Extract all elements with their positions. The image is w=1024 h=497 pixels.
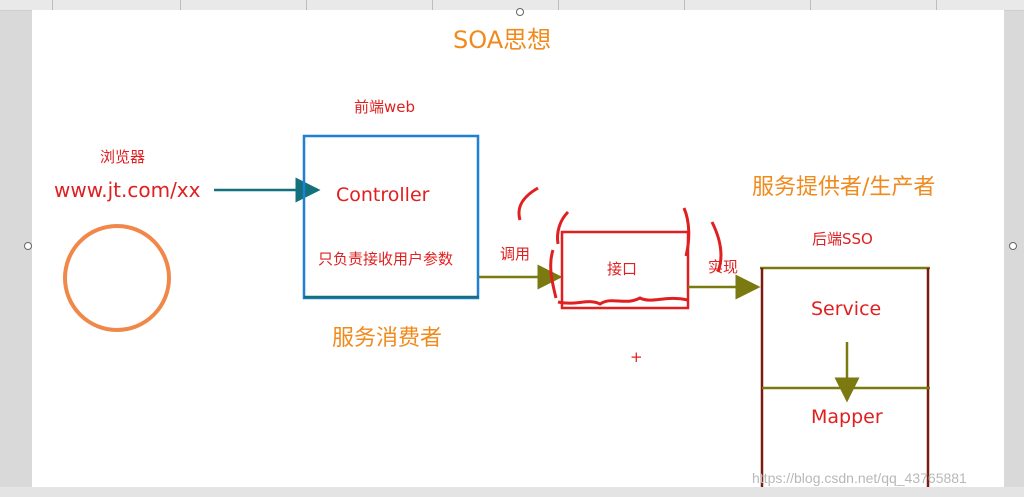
url-text: www.jt.com/xx xyxy=(54,178,201,202)
plus-mark: + xyxy=(630,348,643,366)
watermark: https://blog.csdn.net/qq_43765881 xyxy=(752,470,967,486)
scribble-mark-2 xyxy=(556,210,570,245)
controller-box xyxy=(302,134,480,300)
frontend-label: 前端web xyxy=(354,98,416,116)
controller-label: Controller xyxy=(336,184,430,206)
controller-note: 只负责接收用户参数 xyxy=(318,250,454,268)
implement-label: 实现 xyxy=(708,258,739,276)
scribble-mark-1 xyxy=(517,186,539,221)
resize-handle-left[interactable] xyxy=(24,242,32,250)
scribble-mark-4 xyxy=(710,221,723,273)
mapper-label: Mapper xyxy=(811,406,883,428)
call-label: 调用 xyxy=(500,245,531,263)
resize-handle-top[interactable] xyxy=(516,8,524,16)
browser-label: 浏览器 xyxy=(100,148,146,166)
browser-circle xyxy=(63,224,171,332)
bottom-bar xyxy=(0,487,1024,497)
resize-handle-right[interactable] xyxy=(1009,242,1017,250)
interface-scribble-bottom xyxy=(557,296,689,306)
interface-label: 接口 xyxy=(607,260,638,278)
provider-label: 服务提供者/生产者 xyxy=(752,175,936,200)
diagram-title: SOA思想 xyxy=(453,26,552,54)
slide-canvas[interactable] xyxy=(32,10,1004,487)
consumer-label: 服务消费者 xyxy=(332,326,443,351)
service-label: Service xyxy=(811,298,882,320)
interface-box xyxy=(560,230,690,310)
backend-label: 后端SSO xyxy=(812,230,873,248)
scribble-mark-3 xyxy=(682,207,691,257)
interface-scribble-left xyxy=(549,249,558,299)
